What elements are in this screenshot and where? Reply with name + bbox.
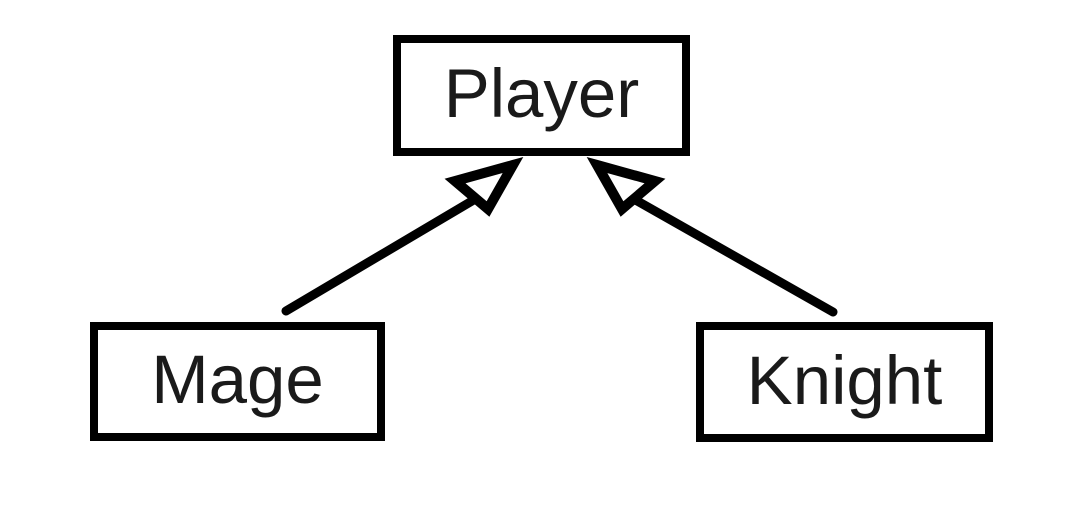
hollow-triangle-arrowhead-knight (586, 156, 666, 217)
generalization-line-knight (627, 193, 838, 317)
class-node-mage-label: Mage (151, 341, 324, 418)
edge-mage-to-player[interactable] (281, 156, 524, 316)
class-node-player[interactable]: Player (393, 35, 690, 156)
class-node-knight-label: Knight (746, 341, 943, 419)
class-node-mage[interactable]: Mage (90, 322, 385, 441)
edge-knight-to-player[interactable] (586, 156, 838, 317)
generalization-line-mage (281, 193, 482, 316)
hollow-triangle-arrowhead-mage (444, 156, 524, 217)
class-node-player-label: Player (443, 55, 640, 132)
class-node-knight[interactable]: Knight (696, 322, 993, 442)
